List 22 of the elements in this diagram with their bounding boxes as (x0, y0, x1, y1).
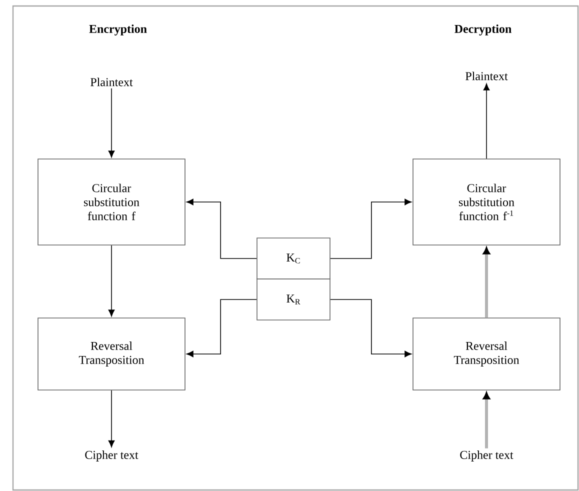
arrow (330, 198, 412, 259)
arrow (482, 247, 490, 318)
io-text: Cipher text (85, 450, 138, 462)
arrow (483, 83, 490, 159)
arrow (330, 299, 412, 358)
process-box: Circular substitution function f$^{-1}$ (412, 158, 560, 246)
arrow (108, 390, 115, 448)
io-text: Plaintext (90, 78, 133, 86)
process-box: Reversal Transposition (412, 318, 560, 390)
arrow (482, 392, 490, 448)
process-box: Reversal Transposition (38, 318, 186, 390)
io-text: Plaintext (466, 72, 508, 80)
arrow (186, 299, 257, 358)
process-box: Circular substitution function f (38, 158, 186, 246)
arrow (108, 88, 115, 158)
io-text: Cipher text (460, 450, 514, 462)
section-heading: Decryption (454, 24, 512, 36)
section-heading: Encryption (89, 24, 147, 36)
key-box: K$_{R}$ (256, 278, 330, 320)
arrow (186, 198, 257, 259)
arrow (108, 245, 115, 317)
key-box: K$_{C}$ (256, 238, 330, 280)
